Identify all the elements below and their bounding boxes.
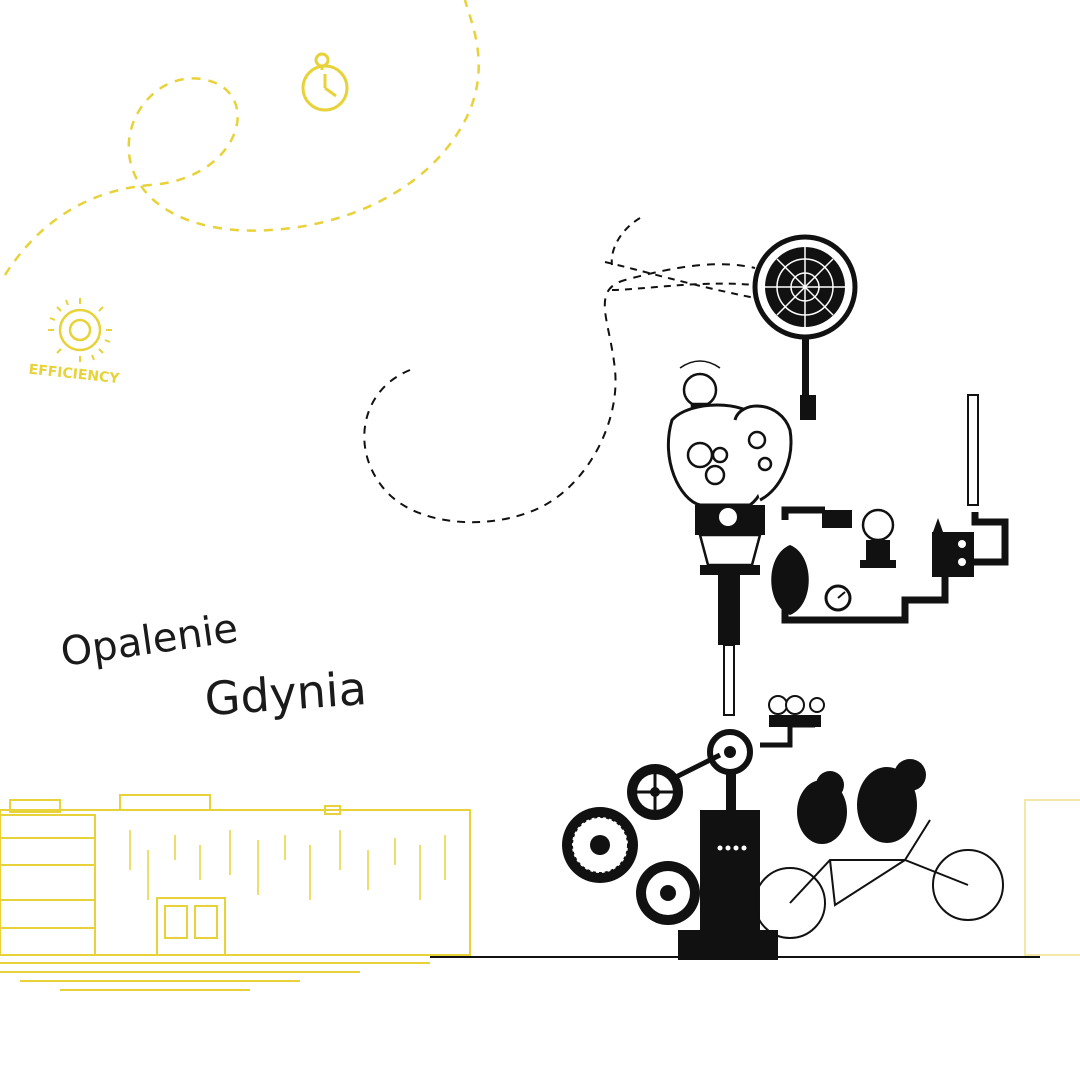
twin-bulb-icon — [768, 695, 825, 727]
stopwatch-icon — [301, 52, 349, 112]
gear-large-icon — [562, 807, 638, 883]
machine-head — [666, 403, 793, 716]
building-outline — [0, 794, 471, 991]
rat-rider-back — [797, 771, 847, 844]
left-bulb-tank — [771, 545, 809, 615]
rat-rider-front — [857, 759, 926, 843]
headline-line2: Gdynia — [203, 661, 369, 726]
efficiency-label: EFFICIENCY — [28, 362, 121, 388]
pressure-gauge-icon — [824, 584, 852, 612]
valve-block — [822, 510, 852, 528]
fan-icon — [752, 234, 858, 420]
black-dashed-path — [363, 263, 756, 524]
gear-bottom-icon — [636, 861, 700, 925]
black-dashed-path-2 — [604, 217, 756, 299]
sun-icon — [48, 298, 112, 362]
headline-line1: Opalenie — [58, 606, 241, 676]
yellow-dashed-path — [3, 0, 480, 276]
pipe-network — [781, 506, 1009, 624]
tandem-bicycle — [754, 819, 1004, 939]
gear-top-icon — [627, 764, 683, 820]
building-right-edge — [1024, 799, 1080, 956]
lower-machine — [638, 722, 815, 960]
right-tall-pipe — [967, 394, 979, 506]
small-bulb-icon — [860, 508, 896, 568]
control-box — [932, 518, 974, 577]
